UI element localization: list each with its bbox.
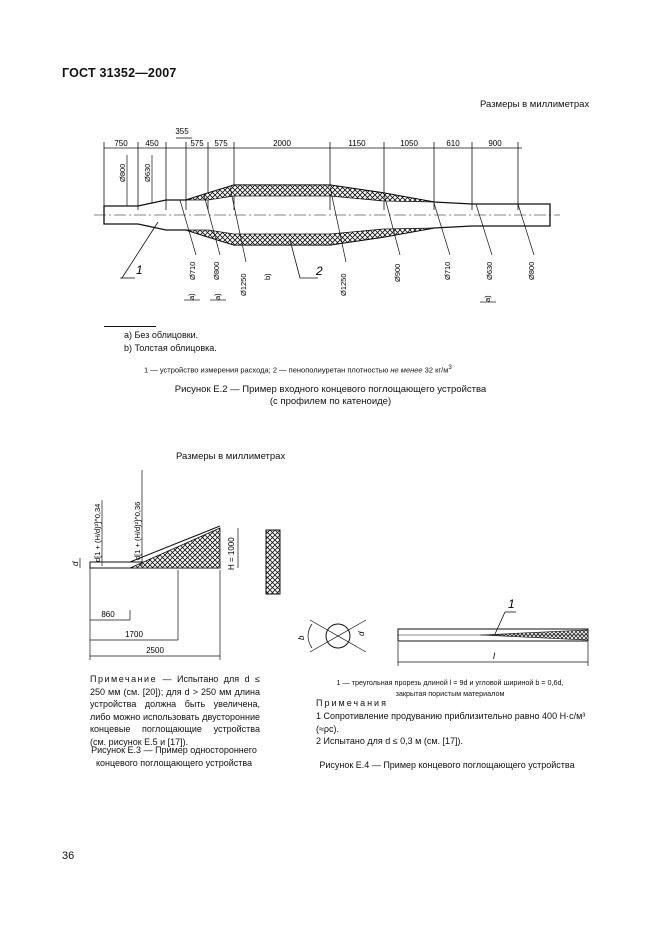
diam-630: Ø630	[485, 262, 494, 280]
figure-e4-caption: Рисунок Е.4 — Пример концевого поглощающ…	[319, 760, 575, 770]
l-label: l	[493, 651, 496, 661]
figure-e2-caption: Рисунок Е.2 — Пример входного концевого …	[174, 384, 487, 407]
footnote-a: a) Без облицовки.	[124, 330, 199, 340]
dim-900: 900	[488, 139, 502, 148]
dim-750: 750	[114, 139, 128, 148]
diam-800b: Ø800	[527, 262, 536, 280]
dim-860: 860	[101, 610, 115, 619]
figure-e2-drawing: 750 450 355 575 575 2000 1150 1050 610 9…	[94, 127, 560, 303]
figure-e2-legend: 1 — устройство измерения расхода; 2 — пе…	[144, 364, 452, 375]
d-label: d	[71, 561, 80, 566]
figure-e4-legend: 1 — треугольная прорезь длиной l = 9d и …	[336, 678, 564, 698]
diam-1250a: Ø1250	[239, 273, 248, 296]
figure-e3-note: Примечание — Испытано для d ≤ 250 мм (см…	[90, 674, 260, 747]
mark-a1: a)	[187, 293, 196, 300]
dim-355: 355	[175, 127, 189, 136]
label-2: 2	[315, 264, 323, 278]
diam-800-left: Ø800	[118, 164, 127, 182]
formula-1: d[1 + (H/d)²]^0,34	[93, 504, 102, 562]
footnote-rule	[104, 326, 156, 327]
d-label-e4: d	[357, 631, 366, 636]
diam-630-left: Ø630	[143, 164, 152, 182]
mark-b: b)	[263, 273, 272, 280]
dim-1700: 1700	[125, 630, 143, 639]
dim-1150: 1150	[348, 139, 366, 148]
b-label: b	[297, 635, 306, 640]
dim-450: 450	[145, 139, 159, 148]
diam-800: Ø800	[212, 262, 221, 280]
dim-1050: 1050	[400, 139, 418, 148]
dim-575b: 575	[214, 139, 228, 148]
label-1: 1	[136, 263, 143, 277]
document-header: ГОСТ 31352—2007	[62, 66, 177, 80]
dimensions-note: Размеры в миллиметрах	[480, 99, 590, 110]
figure-e4-drawing: b d 1 l	[297, 597, 589, 666]
figure-e4-notes: Примечания 1 Сопротивление продуванию пр…	[316, 698, 586, 747]
diam-1250b: Ø1250	[339, 273, 348, 296]
diam-710b: Ø710	[443, 262, 452, 280]
figure-e3-drawing: H = 1000 d d[1 + (H/d)²]^0,34 d[1 + (H/d…	[71, 470, 281, 660]
mark-a3: a)	[483, 295, 492, 302]
dimensions-note-2: Размеры в миллиметрах	[176, 451, 286, 462]
diam-710: Ø710	[188, 262, 197, 280]
page-number: 36	[62, 850, 75, 862]
height-label: H = 1000	[227, 537, 236, 570]
figure-e3-caption: Рисунок Е.3 — Пример одностороннего конц…	[91, 745, 257, 768]
dim-2500: 2500	[146, 646, 164, 655]
dim-575a: 575	[190, 139, 204, 148]
formula-2: d[1 + (H/d)²]^0,36	[133, 502, 142, 560]
dim-610: 610	[446, 139, 460, 148]
mark-a2: a)	[213, 293, 222, 300]
dim-2000: 2000	[273, 139, 291, 148]
label-1-e4: 1	[508, 597, 515, 611]
footnote-b: b) Толстая облицовка.	[124, 343, 217, 353]
diam-900: Ø900	[393, 264, 402, 282]
